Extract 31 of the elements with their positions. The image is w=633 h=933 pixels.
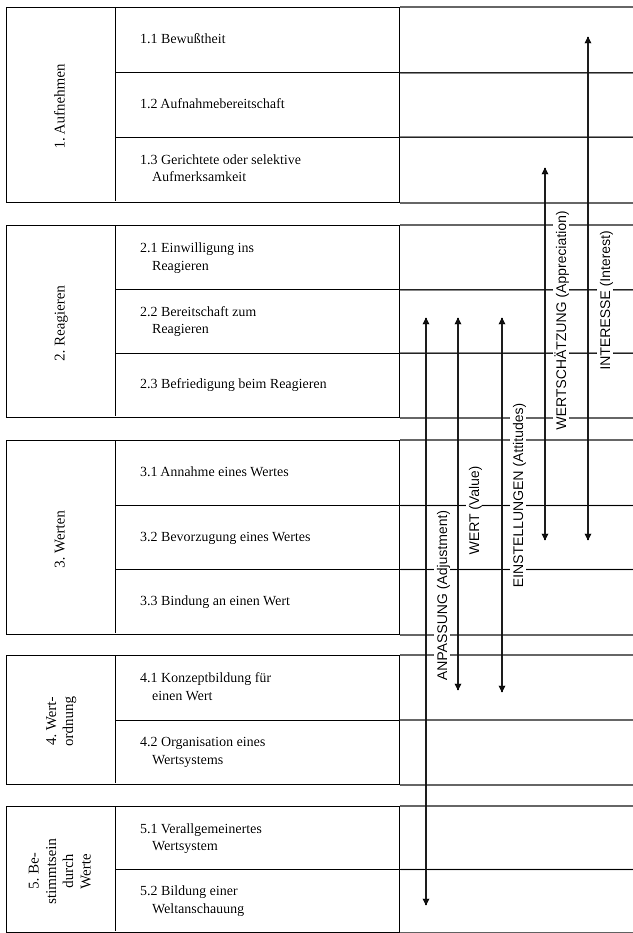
category-band [6,440,400,635]
row-label: 4.1 Konzeptbildung für einen Wert [140,670,272,706]
row-label: 2.2 Bereitschaft zum Reagieren [140,304,258,339]
row-label: 2.1 Einwilligung ins Reagieren [140,240,255,276]
row-label: 4.2 Organisation eines Wertsystems [140,734,266,770]
category-label: 3. Werten [52,510,70,568]
category-band [6,225,400,418]
row-label: 1.3 Gerichtete oder selektive Aufmerksamkeit [140,152,302,187]
category-label: 5. Be- stimmtsein durch Werte [26,838,96,904]
row-label: 3.2 Bevorzugung eines Wertes [140,528,312,546]
table-row [115,72,399,137]
table-row [115,720,399,783]
table-row [115,136,399,201]
row-label: 5.1 Verallgemeinertes Wertsystem [140,820,263,856]
category-band [6,7,400,203]
row-label: 3.1 Annahme eines Wertes [140,464,290,482]
category-band [6,655,400,785]
row-label: 1.2 Aufnahmebereitschaft [140,96,286,114]
table-row [115,505,399,569]
row-label: 5.2 Bildung einer Weltanschauung [140,883,246,918]
category-label: 2. Reagieren [52,284,70,360]
table-row [115,869,399,931]
table-row [115,352,399,416]
table-row [115,289,399,353]
row-label: 3.3 Bindung an einen Wert [140,592,291,610]
category-band [6,806,400,933]
category-label: 4. Wert- ordnung [44,695,78,748]
table-row [115,569,399,633]
row-label: 1.1 Bewußtheit [140,31,227,49]
row-label: 2.3 Befriedigung beim Reagieren [140,376,328,394]
category-label: 1. Aufnehmen [52,64,70,148]
